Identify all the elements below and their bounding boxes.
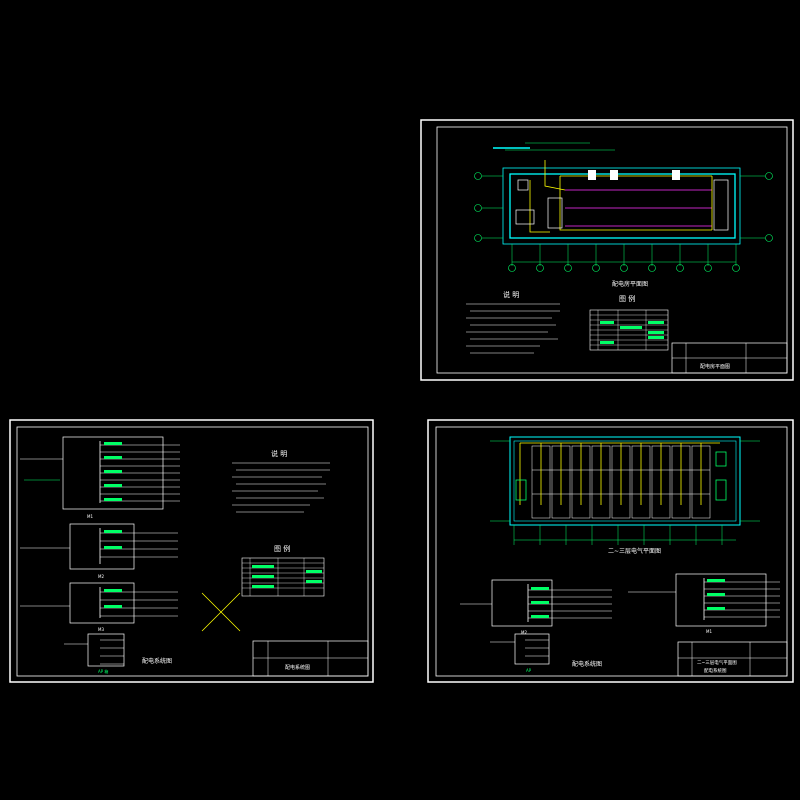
title-block-name-line2: 配电系统图 [704, 667, 727, 674]
floor-plan [474, 142, 773, 272]
panel-label-3: M3 [98, 627, 104, 632]
title-block-name: 配电系统图 [285, 664, 310, 671]
legend-block: 图 例 [589, 294, 669, 351]
panel-label-left: M2 [521, 630, 527, 635]
legend-title: 图 例 [619, 294, 635, 303]
diagram-title: 配电系统图 [142, 657, 172, 665]
outer-wall [502, 167, 741, 245]
sheet-inner-frame [436, 126, 788, 374]
notes-text-lines [466, 303, 560, 354]
axis-grid [482, 175, 765, 266]
sheet-top-right: 配电房平面图 说 明 图 例 [420, 119, 794, 381]
inner-wall [513, 440, 737, 522]
distribution-panel-bottom: AP 箱 [64, 633, 125, 674]
distribution-panel-left: M2 [460, 579, 612, 635]
sheet-bottom-left: M1 M2 [9, 419, 374, 683]
title-block: 二~三层电气平面图 配电系统图 [677, 641, 788, 677]
title-block-name: 配电房平面图 [700, 363, 730, 370]
panel-label-2: M2 [98, 574, 104, 579]
wiring [529, 160, 713, 233]
inner-wall [509, 173, 736, 239]
distribution-panel-3: M3 [20, 582, 178, 632]
panel-label-1: M1 [87, 514, 93, 519]
wiring [519, 442, 720, 505]
plan-title: 二~三层电气平面图 [608, 547, 661, 555]
notes-title: 说 明 [271, 449, 287, 458]
diagram-title: 配电系统图 [572, 660, 602, 668]
distribution-panel-right: M1 [628, 573, 780, 634]
title-block: 配电系统图 [252, 640, 369, 677]
panel-label-bottom: AP [526, 668, 532, 673]
axis-grid [490, 440, 760, 545]
sheet-inner-frame [435, 426, 788, 677]
lighting-rows [565, 189, 712, 227]
notes-block: 说 明 [232, 449, 330, 513]
distribution-panel-1: M1 [20, 436, 180, 519]
sheet-inner-frame [16, 426, 369, 677]
notes-block: 说 明 [466, 290, 560, 354]
equipment [515, 179, 729, 231]
panel-label-right: M1 [706, 629, 712, 634]
title-block-name-line1: 二~三层电气平面图 [697, 659, 737, 666]
plan-title: 配电房平面图 [612, 280, 648, 288]
side-panels [515, 451, 727, 501]
sheet-outer-frame [427, 419, 794, 683]
notes-title: 说 明 [503, 290, 519, 299]
distribution-panel-2: M2 [20, 523, 178, 579]
transformer-symbols [588, 170, 680, 180]
sheet-outer-frame [420, 119, 794, 381]
legend-title: 图 例 [274, 544, 290, 553]
outer-wall [509, 436, 741, 526]
title-block: 配电房平面图 [671, 342, 788, 374]
panel-label-bottom: AP 箱 [98, 668, 108, 674]
floor-plan [490, 436, 760, 545]
legend-block: 图 例 [241, 544, 325, 597]
distribution-panel-bottom: AP [490, 633, 550, 673]
axis-bubbles [474, 172, 773, 272]
cross-mark [201, 592, 241, 632]
sheet-outer-frame [9, 419, 374, 683]
sheet-bottom-right: 二~三层电气平面图 M2 [427, 419, 794, 683]
